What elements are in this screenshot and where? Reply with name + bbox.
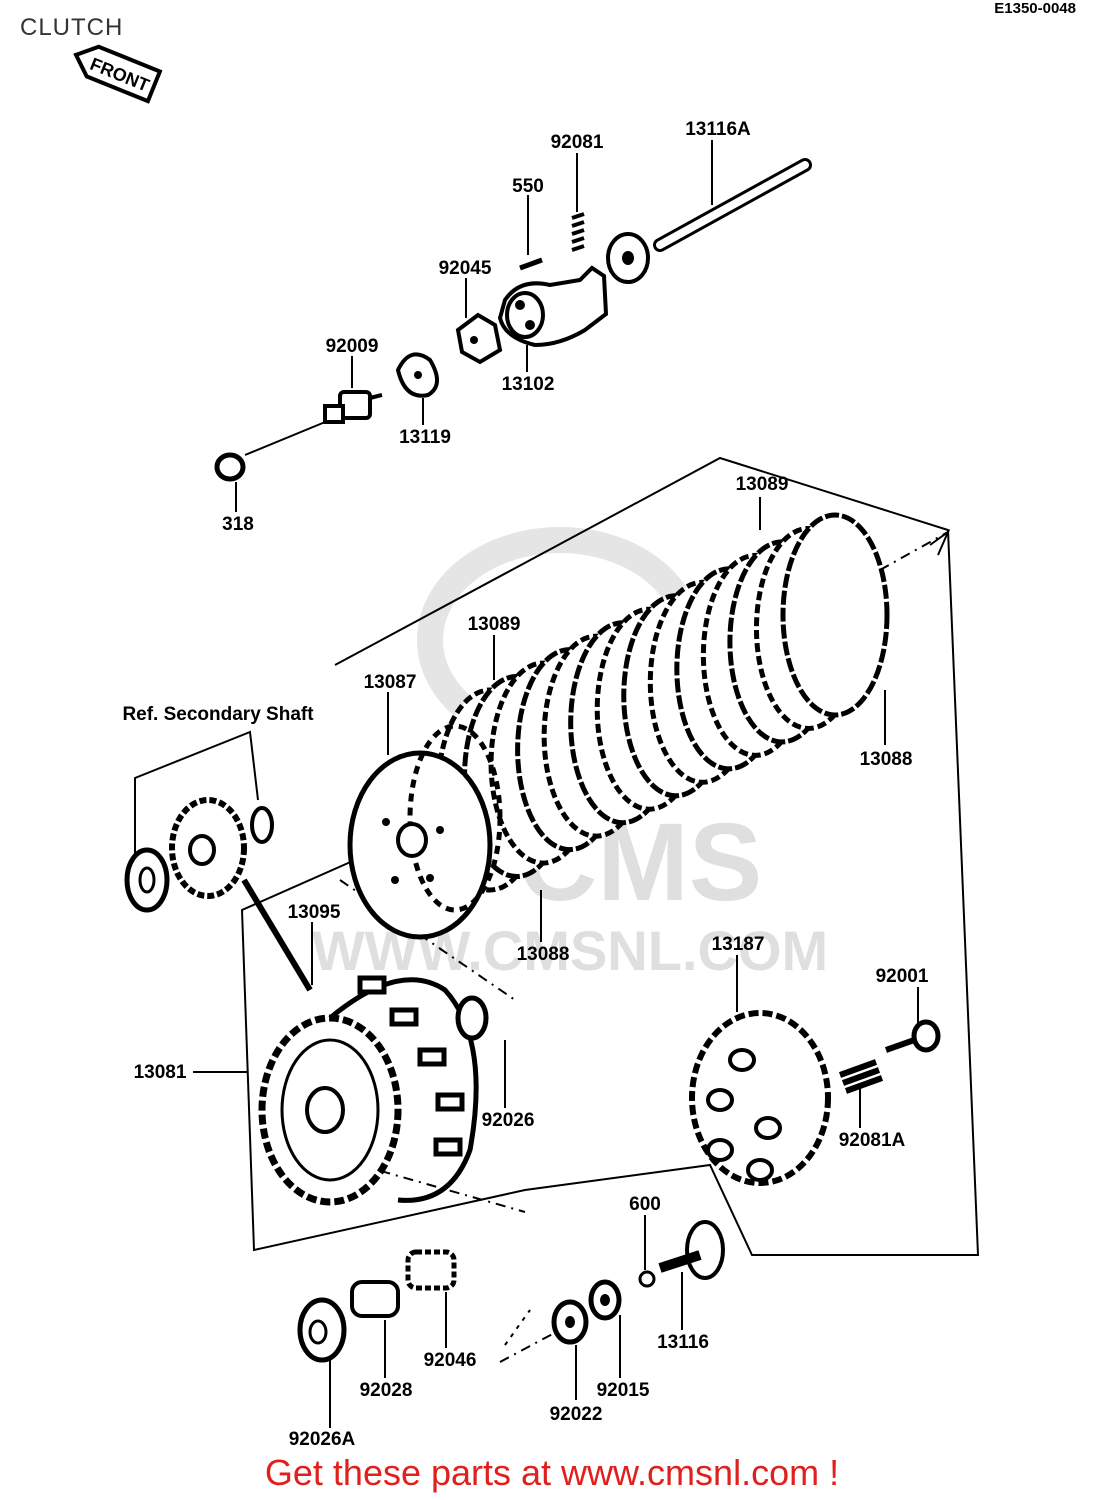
label-92046[interactable]: 92046 (424, 1350, 477, 1371)
release-shaft (653, 158, 812, 252)
ball-600 (638, 1270, 656, 1288)
washer-92022 (551, 1299, 589, 1345)
label-13081[interactable]: 13081 (134, 1062, 187, 1083)
label-13116a[interactable]: 13116A (685, 119, 751, 140)
label-92001[interactable]: 92001 (876, 966, 929, 987)
label-318[interactable]: 318 (222, 514, 254, 535)
label-13087[interactable]: 13087 (364, 672, 417, 693)
get-parts-link[interactable]: Get these parts at www.cmsnl.com ! (264, 1452, 840, 1493)
label-92026[interactable]: 92026 (482, 1110, 535, 1131)
leader-lines (193, 140, 919, 1428)
sleeve-92028 (350, 1280, 400, 1318)
nut-92015 (588, 1279, 622, 1321)
needle-bearing-92046 (405, 1249, 457, 1291)
pin-550 (519, 257, 543, 271)
label-600[interactable]: 600 (629, 1194, 661, 1215)
label-550[interactable]: 550 (512, 176, 544, 197)
front-tag: FRONT (73, 44, 163, 104)
label-92015[interactable]: 92015 (597, 1380, 650, 1401)
washer-shaft (606, 232, 650, 284)
cam-13119 (395, 352, 439, 398)
assembly-outline (240, 419, 980, 1363)
thrust-washer-92026a (297, 1297, 347, 1363)
label-92009[interactable]: 92009 (326, 336, 379, 357)
part-labels: Ref. Secondary Shaft 13116A 92081 550 92… (122, 119, 928, 1450)
label-13095[interactable]: 13095 (288, 902, 341, 923)
label-92081[interactable]: 92081 (551, 132, 604, 153)
bolt-92009 (323, 390, 383, 424)
reference-label: Ref. Secondary Shaft (122, 704, 314, 725)
secondary-shaft-group (124, 730, 313, 992)
washer-92026 (455, 995, 489, 1041)
label-13119[interactable]: 13119 (399, 427, 451, 448)
diagram-code: E1350-0048 (994, 0, 1076, 17)
clutch-plate (780, 512, 890, 718)
spring-92081a (838, 1059, 884, 1094)
clutch-housing (258, 975, 479, 1206)
nut-318 (214, 452, 246, 482)
spring-92081 (571, 212, 585, 252)
label-13089-mid[interactable]: 13089 (468, 614, 521, 635)
page-title: CLUTCH (20, 14, 124, 41)
label-13088-right[interactable]: 13088 (860, 749, 913, 770)
bolt-92001 (885, 1019, 941, 1053)
label-13187[interactable]: 13187 (712, 934, 765, 955)
label-13088-bottom[interactable]: 13088 (517, 944, 570, 965)
label-92026a[interactable]: 92026A (289, 1429, 356, 1450)
label-13102[interactable]: 13102 (502, 374, 555, 395)
pushrod-13116 (658, 1220, 725, 1280)
label-92045[interactable]: 92045 (439, 258, 492, 279)
clutch-hub (347, 723, 503, 940)
plate-92045 (455, 312, 503, 365)
pressure-plate (689, 1010, 831, 1186)
label-13089-top[interactable]: 13089 (736, 474, 789, 495)
label-92028[interactable]: 92028 (360, 1380, 413, 1401)
clutch-plate-stack (435, 512, 890, 893)
label-92022[interactable]: 92022 (550, 1404, 603, 1425)
label-92081a[interactable]: 92081A (839, 1130, 906, 1151)
release-lever (497, 265, 609, 348)
label-13116[interactable]: 13116 (657, 1332, 709, 1353)
